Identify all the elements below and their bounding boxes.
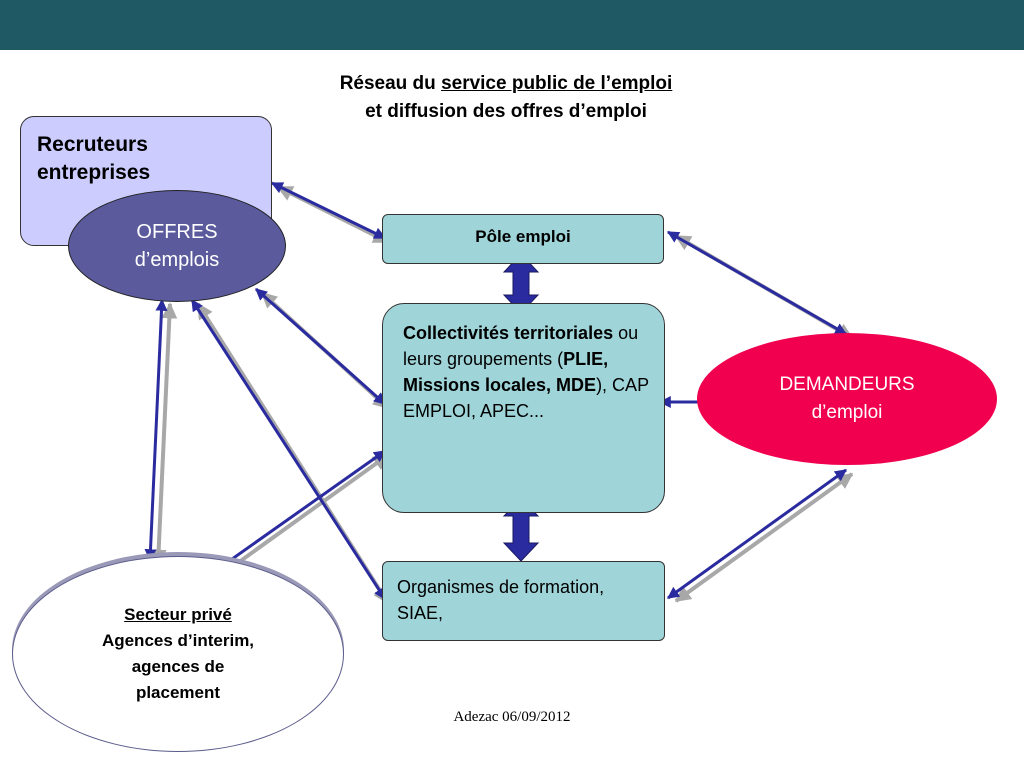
collectivites-text-2: ), CAP EMPLOI, APEC... <box>403 375 649 421</box>
title-underlined: service public de l’emploi <box>441 73 673 94</box>
secteur-line2: agences de <box>131 657 225 676</box>
arrow-pole-demandeurs <box>666 230 848 336</box>
arrow-offres-collectivites <box>255 287 386 406</box>
arrow-offres-organismes <box>190 298 387 601</box>
collectivites-text-1: ou leurs groupements ( <box>403 323 639 369</box>
collectivites-box: Collectivités territoriales ou leurs gro… <box>382 303 665 513</box>
organismes-box: Organismes de formation, SIAE, <box>382 561 665 641</box>
demandeurs-label-line1: DEMANDEURS <box>779 374 915 395</box>
secteur-line3: placement <box>135 683 221 702</box>
offres-label-line1: OFFRES <box>136 221 218 243</box>
demandeurs-ellipse: DEMANDEURS d’emploi <box>697 333 997 465</box>
pole-emploi-box: Pôle emploi <box>382 214 664 264</box>
title-line2: et diffusion des offres d’emploi <box>365 101 647 122</box>
arrow-recruteurs-pole <box>270 181 387 240</box>
arrow-secteur-collectivites <box>207 449 386 578</box>
footer-text: Adezac 06/09/2012 <box>453 709 571 725</box>
collectivites-bold-1: Collectivités territoriales <box>403 323 614 343</box>
organismes-label: Organismes de formation, SIAE, <box>397 577 605 623</box>
secteur-line1: Agences d’interim, <box>101 631 255 650</box>
secteur-heading: Secteur privé <box>124 605 232 624</box>
recruteurs-label-line1: Recruteurs <box>37 133 148 156</box>
recruteurs-label-line2: entreprises <box>37 161 151 184</box>
collectivites-bold-2: PLIE, Missions locales, MDE <box>403 349 609 395</box>
pole-emploi-label: Pôle emploi <box>475 227 571 246</box>
arrow-organismes-demandeurs <box>667 468 847 600</box>
page-title: Réseau du service public de l’emploi et … <box>200 70 812 126</box>
arrow-offres-secteur <box>144 298 168 562</box>
title-prefix: Réseau du <box>339 73 442 94</box>
offres-ellipse: OFFRES d’emplois <box>68 190 286 302</box>
demandeurs-label-line2: d’emploi <box>811 402 883 423</box>
offres-label-line2: d’emplois <box>134 249 220 271</box>
secteur-prive-ellipse: Secteur privé Agences d’interim, agences… <box>12 556 344 752</box>
top-banner <box>0 0 1024 50</box>
